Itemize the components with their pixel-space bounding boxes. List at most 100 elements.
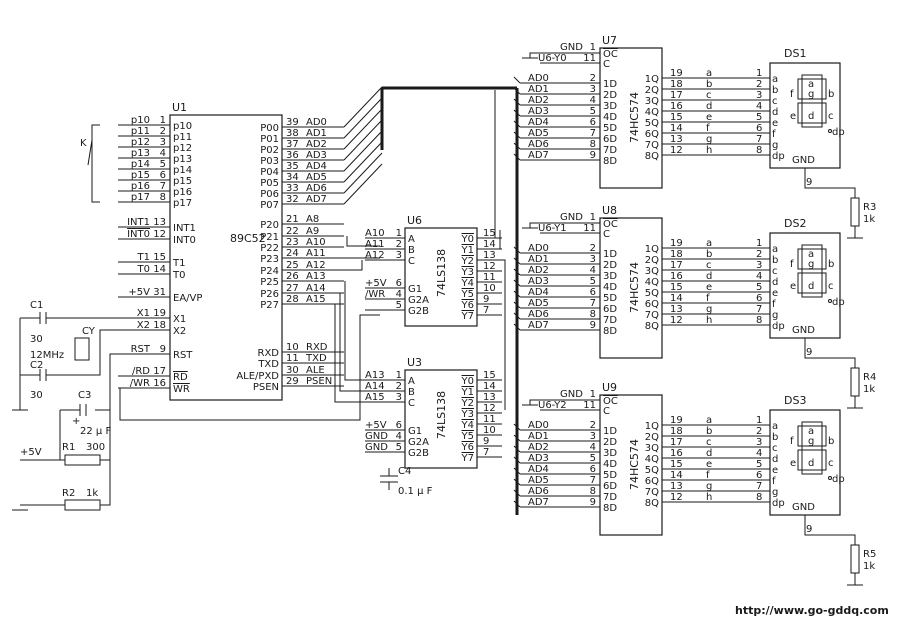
display-pin-number: 6 [756,293,762,304]
u1-net-label: p16 [131,181,150,192]
u6-output-number: 13 [483,250,496,261]
u1-pin-number: 30 [286,365,299,376]
u1-pin-name: P26 [260,289,279,300]
u1-pin-name: p15 [173,176,192,187]
u1-net-label: RST [131,344,151,355]
display-pin-label: e [772,465,778,476]
seg-label-dp: dp [832,297,845,308]
u1-pin-number: 27 [286,283,299,294]
r2-ref: R2 [62,488,75,499]
latch-c-net: U6-Y2 [538,400,567,411]
latch-q-number: 15 [670,112,683,123]
latch-d-name: 5D [603,123,617,134]
u1-net-label: A10 [306,237,326,248]
u1-pin-number: 3 [160,137,166,148]
latch-d-net: AD3 [528,453,549,464]
latch-oc-name: OC [603,49,618,60]
u7-body [599,47,663,189]
u1-pin-number: 17 [153,366,166,377]
display-pin-label: b [772,432,778,443]
segment-f [797,425,803,447]
u1-pin-name: TXD [257,359,279,370]
display-pin-label: b [772,85,778,96]
r2-lead [100,460,111,506]
u1-pin-number: 13 [153,217,166,228]
c3-plus: + [72,416,80,427]
display-pin-number: 1 [756,238,762,249]
display-pin-label: c [772,266,778,277]
y1-route [477,230,501,250]
latch-d-name: 8D [603,326,617,337]
u1-pin-name: INT1 [173,223,196,234]
u3-input-net: GND [365,431,388,442]
segment-d [801,292,823,298]
display-pin-label: dp [772,151,785,162]
u1-ref-label: U1 [172,101,187,114]
u6-output-name: Y2 [461,256,474,267]
watermark: http://www.go-gddq.com [735,604,889,617]
u6-output-number: 9 [483,294,489,305]
latch-q-name: 8Q [645,151,659,162]
latch-q-seg: f [706,293,710,304]
bus-entry [513,489,521,497]
latch-q-name: 3Q [645,443,659,454]
latch-q-number: 12 [670,492,683,503]
u1-pin-number: 15 [153,252,166,263]
u1-pin-number: 14 [153,264,166,275]
resistor-value: 1k [863,384,875,395]
latch-q-seg: h [706,145,712,156]
display-pin-label: f [772,129,776,140]
a13-route [344,281,380,381]
u1-pin-name: p13 [173,154,192,165]
u3-input-net: +5V [365,420,387,431]
seg-label-e: e [790,281,796,292]
latch-ref-label: U8 [602,204,617,217]
seg-label-g: g [808,436,814,447]
latch-q-seg: f [706,123,710,134]
c1-ref: C1 [30,300,43,311]
resistor-body [850,544,860,574]
u1-net-label: AD2 [306,139,327,150]
latch-part-label: 74HC574 [628,262,641,313]
ad-bus-entry [343,130,383,172]
latch-q-number: 12 [670,315,683,326]
latch-d-name: 8D [603,503,617,514]
latch-d-net: AD5 [528,298,549,309]
latch-q-name: 2Q [645,255,659,266]
u3-input-number: 6 [396,420,402,431]
u1-pin-number: 18 [153,320,166,331]
oc-ground-wire [529,52,560,58]
u1-microcontroller: U189C52p101p10p112p11p123p12p134p13p145p… [118,86,383,401]
watermark-text: http://www.go-gddq.com [735,604,889,617]
c3-ref: C3 [78,390,91,401]
latch-q-seg: b [706,426,712,437]
latch-stage-u7: U774HC574OC1GNDC11U6-Y01D2AD02D3AD13D4AD… [513,34,876,239]
key-contact [87,139,93,166]
latch-q-name: 6Q [645,299,659,310]
segment-a [801,421,823,427]
latch-d-number: 2 [590,73,596,84]
latch-d-number: 8 [590,139,596,150]
u6-output-name: Y3 [461,267,474,278]
latch-q-seg: g [706,481,712,492]
u3-input-net: A15 [365,392,385,403]
u1-pin-number: 7 [160,181,166,192]
u9-body [599,394,663,536]
latch-q-seg: a [706,68,712,79]
latch-q-seg: c [706,437,712,448]
display-pin-label: c [772,96,778,107]
bus-entry [513,467,521,475]
u1-net-label: p11 [131,126,150,137]
u1-net-label: AD3 [306,150,327,161]
latch-d-net: AD1 [528,84,549,95]
a15-route [334,304,380,403]
latch-d-number: 2 [590,420,596,431]
latch-q-name: 7Q [645,310,659,321]
segment-b [821,425,827,447]
latch-d-name: 3D [603,271,617,282]
u1-pin-name: p10 [173,121,192,132]
segment-g [801,98,823,104]
u1-net-label: AD7 [306,194,327,205]
seg-label-d: d [808,281,814,292]
